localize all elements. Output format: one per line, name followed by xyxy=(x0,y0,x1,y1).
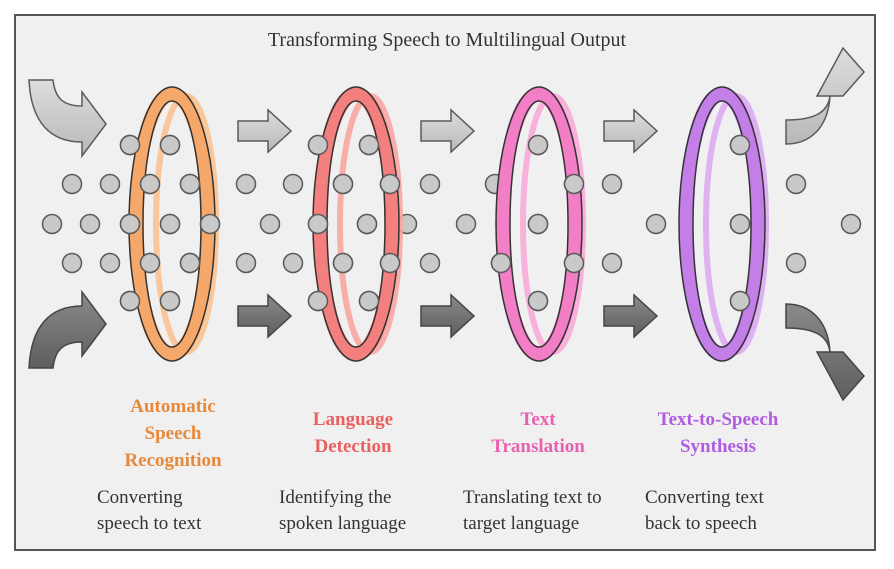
data-point xyxy=(332,252,354,274)
data-point xyxy=(79,213,101,235)
data-point xyxy=(159,134,181,156)
data-point xyxy=(99,252,121,274)
data-point xyxy=(601,173,623,195)
connector-arrow-bottom-1 xyxy=(237,293,293,339)
data-point xyxy=(419,173,441,195)
data-point xyxy=(282,173,304,195)
data-point xyxy=(527,134,549,156)
data-point xyxy=(645,213,667,235)
connector-arrow-top-1 xyxy=(237,108,293,154)
data-point xyxy=(785,252,807,274)
data-point xyxy=(379,173,401,195)
data-point xyxy=(840,213,862,235)
data-point xyxy=(159,290,181,312)
stage-description-language-detection: Identifying the spoken language xyxy=(279,487,407,534)
stage-description-speech-synthesis: Converting text back to speech xyxy=(645,487,764,534)
data-point xyxy=(455,213,477,235)
data-point xyxy=(259,213,281,235)
data-point xyxy=(159,213,181,235)
stage-title-language-detection: Language Detection xyxy=(312,409,394,457)
connector-arrow-bottom-2 xyxy=(420,293,476,339)
data-point xyxy=(139,252,161,274)
data-point xyxy=(235,173,257,195)
data-point xyxy=(356,213,378,235)
curved-output-arrow-bottom xyxy=(785,303,865,402)
curved-output-arrow-top xyxy=(785,46,865,145)
data-point xyxy=(235,252,257,274)
stage-title-speech-recognition: Automatic Speech Recognition xyxy=(124,396,222,471)
data-point xyxy=(119,134,141,156)
data-point xyxy=(307,213,329,235)
connector-arrow-bottom-3 xyxy=(603,293,659,339)
connector-arrow-top-3 xyxy=(603,108,659,154)
data-point xyxy=(282,252,304,274)
data-point xyxy=(139,173,161,195)
data-point xyxy=(729,290,751,312)
data-point xyxy=(729,213,751,235)
data-point xyxy=(527,290,549,312)
stage-ring-1 xyxy=(119,86,221,362)
data-point xyxy=(179,252,201,274)
data-point xyxy=(490,252,512,274)
data-point xyxy=(199,213,221,235)
data-point xyxy=(61,173,83,195)
data-point xyxy=(119,290,141,312)
curved-input-arrow-bottom xyxy=(28,289,107,369)
data-point xyxy=(179,173,201,195)
curved-input-arrow-top xyxy=(28,79,107,159)
data-point xyxy=(527,213,549,235)
data-point xyxy=(307,134,329,156)
data-point xyxy=(729,134,751,156)
stage-description-speech-recognition: Converting speech to text xyxy=(97,487,202,534)
data-point xyxy=(119,213,141,235)
data-point xyxy=(99,173,121,195)
data-point xyxy=(332,173,354,195)
stage-title-speech-synthesis: Text-to-Speech Synthesis xyxy=(657,409,779,457)
stage-title-text-translation: Text Translation xyxy=(491,409,585,457)
data-point xyxy=(563,252,585,274)
diagram-title: Transforming Speech to Multilingual Outp… xyxy=(267,29,627,51)
data-point xyxy=(41,213,63,235)
data-point xyxy=(785,173,807,195)
stage-description-text-translation: Translating text to target language xyxy=(463,487,602,534)
stage-ring-4 xyxy=(678,86,769,362)
stage-ring-3 xyxy=(490,86,586,362)
data-point xyxy=(358,290,380,312)
data-point xyxy=(563,173,585,195)
stage-ring-2 xyxy=(307,86,403,362)
data-point xyxy=(601,252,623,274)
data-point xyxy=(358,134,380,156)
data-point xyxy=(419,252,441,274)
data-point xyxy=(379,252,401,274)
data-point xyxy=(61,252,83,274)
connector-arrow-top-2 xyxy=(420,108,476,154)
data-point xyxy=(307,290,329,312)
